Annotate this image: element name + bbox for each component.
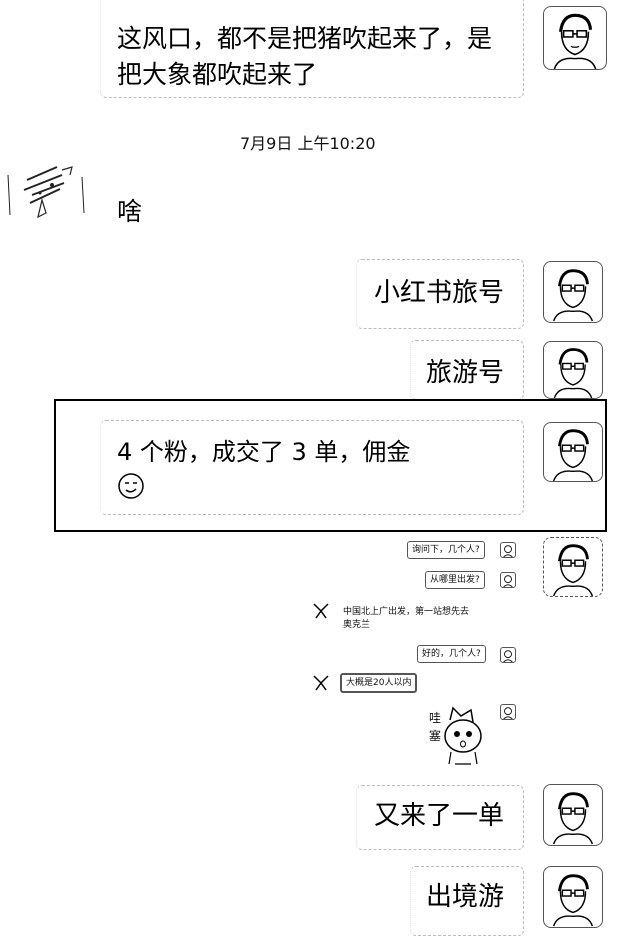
message-bubble-3[interactable] [356, 259, 524, 329]
user-avatar-2[interactable] [543, 261, 603, 323]
user-face-icon [552, 544, 594, 596]
message-4: 旅游号 [426, 358, 505, 388]
message-bubble-1[interactable] [100, 0, 524, 98]
pen-sketch-icon [7, 166, 85, 219]
embedded-contact-icon [311, 601, 331, 621]
user-face-icon [553, 348, 593, 398]
user-avatar-6[interactable] [543, 784, 603, 846]
sticker-text-2: 塞 [429, 729, 442, 743]
highlight-frame [54, 399, 607, 532]
embedded-user-avatar [500, 704, 516, 720]
contact-avatar[interactable] [2, 155, 92, 235]
embedded-q2: 从哪里出发? [425, 571, 485, 589]
message-bubble-6[interactable] [356, 785, 524, 850]
user-face-icon [552, 792, 594, 845]
user-avatar-5[interactable] [543, 537, 603, 597]
message-5-line-1: 4 个粉，成交了 3 单，佣金 [117, 438, 411, 466]
user-face-icon [552, 269, 594, 322]
user-avatar[interactable] [543, 6, 607, 70]
message-3: 小红书旅号 [374, 278, 505, 308]
user-face-icon [552, 874, 594, 927]
message-1-line-1: 这风口，都不是把猪吹起来了，是 [117, 24, 493, 53]
embedded-user-avatar [500, 542, 516, 558]
user-face-icon [553, 13, 597, 69]
user-avatar-4[interactable] [543, 422, 603, 482]
timestamp: 7月9日 上午10:20 [240, 134, 376, 153]
embedded-user-avatar [500, 647, 516, 663]
embedded-contact-icon [311, 673, 331, 693]
message-bubble-5[interactable] [100, 420, 524, 515]
user-face-icon [552, 429, 594, 481]
sticker-text-1: 哇 [429, 711, 442, 725]
embedded-user-avatar [500, 572, 516, 588]
embedded-chat-screenshot[interactable]: 询问下，几个人? 从哪里出发? 中国北上广出发，第一站想先去 奥克兰 好的，几个… [305, 537, 535, 773]
user-avatar-3[interactable] [543, 341, 603, 399]
cat-sticker-icon [444, 706, 482, 765]
message-1-line-2: 把大象都吹起来了 [117, 60, 318, 89]
embedded-a1-line-2: 奥克兰 [343, 620, 371, 630]
embedded-q1: 询问下，几个人? [407, 541, 485, 559]
message-bubble-4[interactable] [410, 340, 524, 400]
cat-sticker [425, 702, 495, 772]
user-avatar-7[interactable] [543, 866, 603, 928]
smirk-face-icon [117, 472, 145, 500]
embedded-a1-line-1: 中国北上广出发，第一站想先去 [343, 607, 470, 617]
embedded-q3: 好的，几个人? [417, 645, 486, 663]
embedded-a2: 大概是20人以内 [340, 673, 418, 693]
message-6: 又来了一单 [374, 801, 505, 831]
message-2: 啥 [117, 197, 143, 226]
message-bubble-7[interactable] [410, 866, 524, 936]
message-7: 出境游 [426, 882, 505, 912]
